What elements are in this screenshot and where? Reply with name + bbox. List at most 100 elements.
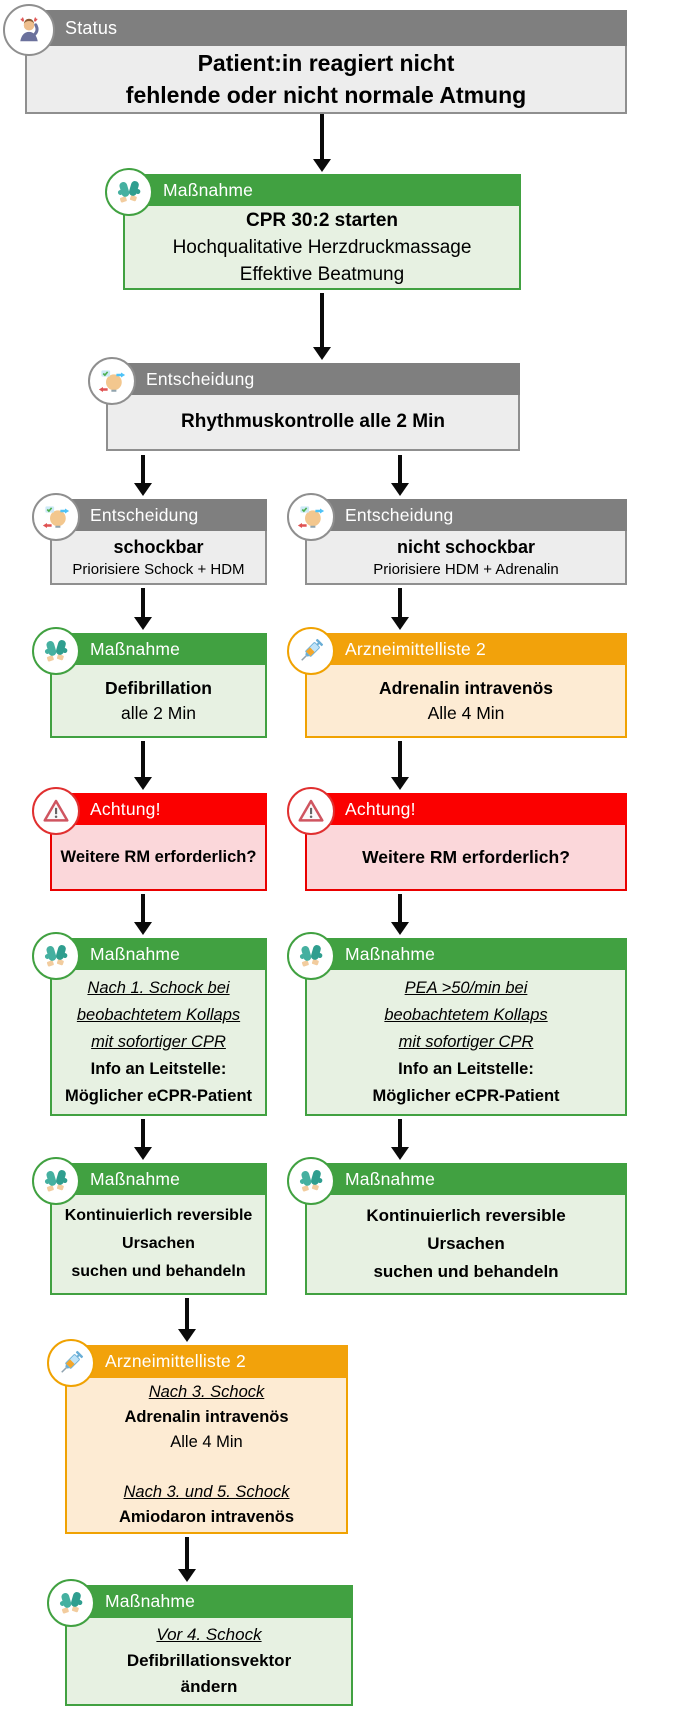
decision-head-arrows-icon [88,357,136,405]
reversibel-text-line: Ursachen [122,1235,195,1252]
cpr-text-line: CPR 30:2 starten [245,209,399,231]
reversibel-text-line: Kontinuierlich reversible [64,1207,253,1224]
flow-arrow [391,455,409,496]
box-header-label: Entscheidung [146,368,255,389]
flow-arrow [391,741,409,790]
ecpr-text-line: mit sofortiger CPR [91,1032,226,1051]
warning-triangle-icon [287,787,335,835]
rhythm-text-line: Rhythmuskontrolle alle 2 Min [181,411,445,432]
reversible-ursachen-box-rechts: Maßnahme Kontinuierlich reversible Ursac… [287,1157,627,1295]
achtung-box-links: Achtung! Weitere RM erforderlich? [32,787,267,891]
medical-gloves-icon [287,932,335,980]
box-header-label: Status [65,17,118,38]
syringe-icon [287,627,335,675]
medical-gloves-icon [287,1157,335,1205]
status-box: Status Patient:in reagiert nicht fehlend… [3,4,627,114]
flow-arrow [391,894,409,935]
flow-arrow [313,293,331,360]
ecpr-text-line: Info an Leitstelle: [398,1059,534,1078]
flow-arrow [134,741,152,790]
box-header-label: Arzneimittelliste 2 [105,1351,246,1371]
defibrillation-text-line: alle 2 Min [121,702,196,723]
medical-gloves-icon [105,168,153,216]
flow-arrow [134,588,152,630]
arznei2-text-line: Amiodaron intravenös [118,1508,295,1526]
adrenalin-text-line: Adrenalin intravenös [378,677,554,698]
medical-gloves-icon [32,627,80,675]
flow-arrow [134,894,152,935]
ecpr-text-line: Möglicher eCPR-Patient [64,1086,253,1105]
cpr-text-line: Hochqualitative Herzdruckmassage [172,236,472,258]
warning-triangle-icon [32,787,80,835]
vektor-text-line: Defibrillationsvektor [126,1651,292,1670]
box-header-label: Maßnahme [345,1168,436,1189]
defibrillation-massnahme-box: Maßnahme Defibrillation alle 2 Min [32,627,267,738]
adrenalin-text-line: Alle 4 Min [427,702,505,723]
person-confused-icon [3,4,55,56]
flow-arrow [391,1119,409,1160]
ecpr-massnahme-box-links: Maßnahme Nach 1. Schock bei beobachtetem… [32,932,267,1116]
flow-arrow [313,114,331,172]
adrenalin-arzneimittel-box: Arzneimittelliste 2 Adrenalin intravenös… [287,627,627,738]
box-header-label: Entscheidung [90,504,199,525]
reversibel-text-line: Kontinuierlich reversible [366,1206,566,1225]
schockbar-text-line: Priorisiere Schock + HDM [72,560,245,578]
schockbar-entscheidung-box: Entscheidung schockbar Priorisiere Schoc… [32,493,267,585]
arznei2-text-line: Nach 3. Schock [148,1383,265,1401]
box-header-label: Entscheidung [345,504,454,525]
reversibel-text-line: suchen und behandeln [71,1263,246,1280]
flow-arrow [391,588,409,630]
achtung-box-rechts: Achtung! Weitere RM erforderlich? [287,787,627,891]
arznei2-spacer-line [71,1455,342,1480]
arznei2-text-line: Adrenalin intravenös [124,1408,289,1426]
syringe-icon [47,1339,95,1387]
achtung-text-line: Weitere RM erforderlich? [60,848,257,866]
box-header-label: Maßnahme [163,179,254,200]
arznei2-text-line: Alle 4 Min [170,1433,243,1451]
reversibel-text-line: suchen und behandeln [373,1262,559,1281]
reversibel-text-line: Ursachen [427,1234,505,1253]
ecpr-massnahme-box-rechts: Maßnahme PEA >50/min bei beobachtetem Ko… [287,932,627,1116]
ecpr-text-line: beobachtetem Kollaps [384,1005,548,1024]
arznei2-text-line: Nach 3. und 5. Schock [123,1483,290,1501]
box-header-label: Maßnahme [90,1168,181,1189]
decision-head-arrows-icon [32,493,80,541]
flow-arrow [134,455,152,496]
box-header-label: Achtung! [345,798,416,819]
medical-gloves-icon [47,1579,95,1627]
vektor-text-line: Vor 4. Schock [156,1625,262,1644]
cpr-text-line: Effektive Beatmung [239,263,405,285]
box-header-label: Maßnahme [105,1591,196,1611]
ecpr-text-line: Möglicher eCPR-Patient [372,1086,560,1105]
flow-arrow [178,1298,196,1342]
box-header-label: Arzneimittelliste 2 [345,638,486,659]
cpr-massnahme-box: Maßnahme CPR 30:2 starten Hochqualitativ… [105,168,521,290]
nicht-schockbar-text-line: Priorisiere HDM + Adrenalin [373,560,559,578]
status-text-line: Patient:in reagiert nicht [197,50,455,76]
nicht-schockbar-entscheidung-box: Entscheidung nicht schockbar Priorisiere… [287,493,627,585]
arzneimittel-box-unten: Arzneimittelliste 2 Nach 3. Schock Adren… [47,1339,348,1534]
ecpr-text-line: Info an Leitstelle: [90,1059,227,1078]
ecpr-text-line: Nach 1. Schock bei [87,978,230,997]
defibrillation-text-line: Defibrillation [105,677,212,698]
achtung-text-line: Weitere RM erforderlich? [362,847,570,867]
decision-head-arrows-icon [287,493,335,541]
medical-gloves-icon [32,1157,80,1205]
box-header-label: Maßnahme [90,638,181,659]
box-header-label: Achtung! [90,798,161,819]
rhythm-entscheidung-box: Entscheidung Rhythmuskontrolle alle 2 Mi… [88,357,520,451]
reversible-ursachen-box-links: Maßnahme Kontinuierlich reversible Ursac… [32,1157,267,1295]
ecpr-text-line: beobachtetem Kollaps [76,1005,241,1024]
vektor-text-line: ändern [180,1677,238,1696]
nicht-schockbar-text-line: nicht schockbar [396,536,536,557]
vektor-massnahme-box: Maßnahme Vor 4. Schock Defibrillationsve… [47,1579,353,1706]
flow-arrow [134,1119,152,1160]
box-header-label: Maßnahme [90,943,181,964]
ecpr-text-line: mit sofortiger CPR [398,1032,534,1051]
medical-gloves-icon [32,932,80,980]
ecpr-text-line: PEA >50/min bei [404,978,528,997]
flow-arrow [178,1537,196,1582]
status-text-line: fehlende oder nicht normale Atmung [125,82,527,108]
box-header-label: Maßnahme [345,943,436,964]
